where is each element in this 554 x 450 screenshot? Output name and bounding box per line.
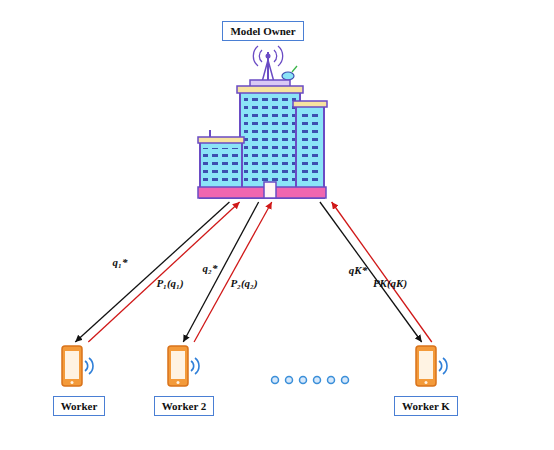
phone-body — [416, 346, 436, 386]
entrance-door — [264, 182, 276, 198]
roof-pipe — [209, 130, 211, 137]
left-roof — [198, 137, 244, 143]
right-windows — [300, 112, 321, 182]
signal-wave — [278, 46, 283, 66]
phone-body — [168, 346, 188, 386]
ellipsis-dot — [342, 377, 349, 384]
worker-node: Worker 2 — [148, 342, 220, 417]
wireless-waves — [85, 358, 93, 374]
ellipsis-dot — [272, 377, 279, 384]
wireless-waves — [439, 358, 447, 374]
node-label: Worker 2 — [154, 396, 215, 416]
flow-arrow — [332, 202, 432, 342]
left-windows — [203, 148, 239, 182]
worker-node: Worker — [48, 342, 110, 417]
edge-label: P₁(q₁) — [156, 277, 183, 289]
phone-icon — [62, 346, 93, 386]
phone-icon — [168, 346, 199, 386]
signal-wave — [259, 50, 262, 62]
base-band — [198, 187, 326, 198]
ellipsis-dots — [272, 377, 349, 384]
ellipsis-dot — [314, 377, 321, 384]
ellipsis-dot — [328, 377, 335, 384]
phone-button — [425, 381, 428, 384]
worker-node: Worker K — [390, 342, 462, 417]
signal-wave — [253, 46, 258, 66]
flow-arrow — [320, 202, 422, 342]
building-illustration — [198, 46, 327, 198]
right-block — [296, 106, 324, 198]
flow-arrow — [194, 202, 272, 342]
signal-wave — [274, 50, 277, 62]
satellite-dish — [282, 72, 294, 80]
edge-label: qK* — [349, 264, 367, 276]
phone-body — [62, 346, 82, 386]
wireless-waves — [191, 358, 199, 374]
node-label: Worker — [53, 396, 106, 416]
tower-windows — [244, 98, 296, 182]
edge-label: q₂* — [203, 262, 218, 274]
phone-screen — [171, 351, 185, 379]
antenna-tip — [266, 54, 271, 59]
phone-button — [71, 381, 74, 384]
flow-arrow — [183, 202, 258, 342]
flow-arrow — [88, 202, 239, 342]
ellipsis-dot — [286, 377, 293, 384]
tower-body — [240, 92, 300, 198]
phone-screen — [419, 351, 433, 379]
antenna-frame — [262, 60, 274, 82]
edge-label: q₁* — [113, 256, 128, 268]
right-roof — [293, 101, 327, 107]
edge-label: PK(qK) — [373, 277, 407, 289]
edge-label: P₂(q₂) — [230, 277, 257, 289]
phone-button — [177, 381, 180, 384]
tower-roof — [237, 86, 303, 93]
phone-icon — [416, 346, 447, 386]
node-label: Worker K — [394, 396, 458, 416]
node-label: Model Owner — [222, 21, 303, 41]
owner-node: Model Owner — [190, 14, 336, 202]
dish-feed — [292, 66, 297, 72]
ellipsis-dot — [300, 377, 307, 384]
phone-screen — [65, 351, 79, 379]
